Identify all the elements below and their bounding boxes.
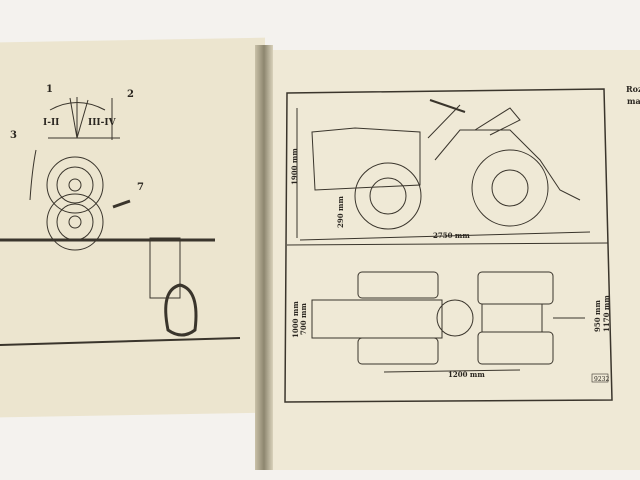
dim-width-rear: 1170 mm [602,295,611,332]
transmission-diagram [0,97,241,346]
caption-line-1: Roz [626,84,640,94]
dim-clearance: 290 mm [336,196,345,228]
callout-3: 3 [10,130,17,141]
left-callouts: 1 2 3 7 I-II III-IV [10,84,144,193]
drawing-frame [284,88,613,403]
callout-7: 7 [137,182,144,193]
dimension-labels: 1900 mm 290 mm 2750 mm 1000 mm 700 mm 12… [290,148,611,383]
dim-track-rear: 950 mm [593,300,602,332]
gear-label-2: III-IV [88,118,117,128]
dim-length: 2750 mm [433,231,470,240]
book-gutter [255,45,273,470]
tractor-side-view [296,99,591,241]
dim-height: 1900 mm [290,148,299,185]
gear-label-1: I-II [43,118,59,128]
caption-fragment: Roz mal [626,84,640,106]
callout-2: 2 [127,89,134,100]
dim-wheelbase: 1200 mm [448,370,485,379]
figure-code: 9232 [594,376,609,383]
caption-line-2: mal [627,96,640,106]
dim-width-outer: 1000 mm [291,301,300,338]
tractor-top-view [311,271,585,373]
dim-width-inner: 700 mm [299,303,308,335]
callout-1: 1 [46,84,53,95]
